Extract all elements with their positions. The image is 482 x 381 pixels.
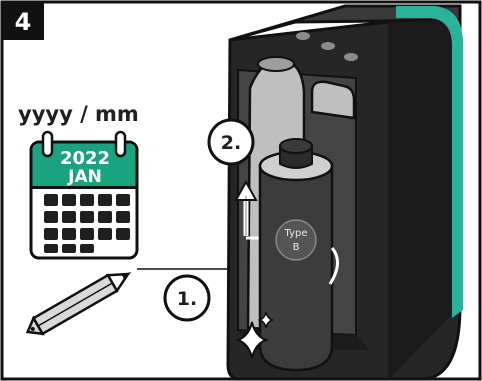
callout-2: 2. <box>209 120 253 164</box>
callout-1: 1. <box>165 276 209 320</box>
step-number: 4 <box>15 8 32 36</box>
calendar-year: 2022 <box>60 148 110 169</box>
callout-2-label: 2. <box>221 132 241 154</box>
calendar-icon: 2022 JAN <box>31 132 137 258</box>
filter-label-letter: B <box>293 242 300 253</box>
filter-label-type: Type <box>284 228 308 239</box>
inner-part <box>312 82 354 118</box>
top-button-1 <box>296 32 310 40</box>
filter-cap <box>280 139 312 153</box>
top-button-2 <box>321 42 335 50</box>
calendar-month: JAN <box>67 167 102 187</box>
filter-dial-icon <box>276 220 316 260</box>
calendar-ring-left <box>43 132 52 156</box>
top-button-3 <box>344 53 358 61</box>
calendar-ring-right <box>116 132 125 156</box>
filter-cartridge: Type B <box>260 139 338 370</box>
callout-1-label: 1. <box>177 288 197 310</box>
date-format-label: yyyy / mm <box>18 102 139 126</box>
step-badge: 4 <box>2 2 44 40</box>
